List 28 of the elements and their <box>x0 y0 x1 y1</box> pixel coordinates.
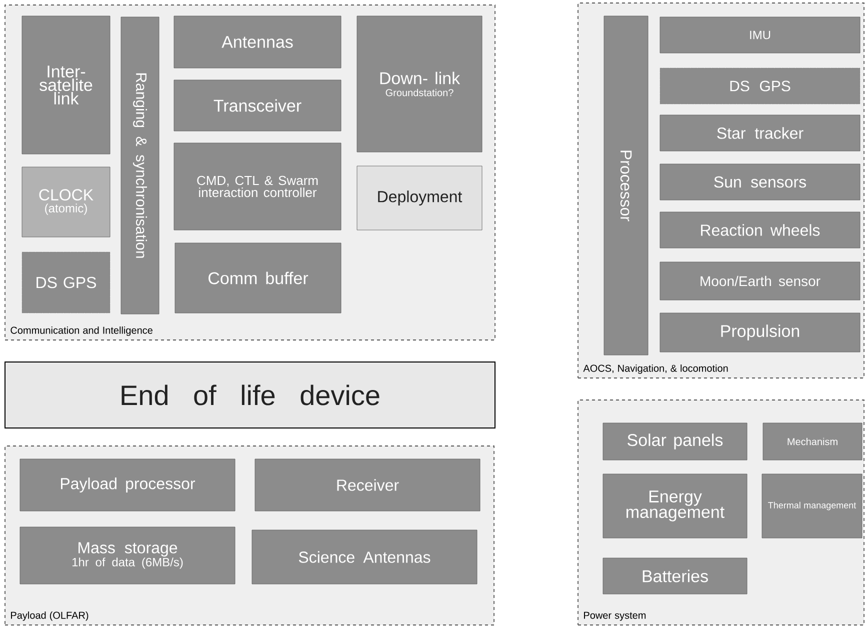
component-box: Payload processor <box>20 458 236 512</box>
component-box: Reaction wheels <box>660 212 860 248</box>
optional-component-box: DS GPS <box>22 252 110 314</box>
optional-component-box: DS GPS <box>660 68 860 104</box>
vertical-bar-box: Ranging & synchronisation <box>120 16 160 314</box>
component-box: Transceiver <box>174 80 342 132</box>
component-box: Deployment <box>356 166 482 230</box>
component-box: Energy management <box>602 474 748 538</box>
component-box: IMU <box>660 16 860 54</box>
component-box: Inter-satelite link <box>22 16 110 154</box>
component-box: CLOCK (atomic) <box>22 166 110 238</box>
component-box: Propulsion <box>660 312 860 352</box>
component-box: Receiver <box>254 458 480 512</box>
component-box: Science Antennas <box>252 530 478 584</box>
component-box: Mass storage 1hr of data (6MB/s) <box>20 526 236 584</box>
component-box: Antennas <box>174 16 342 68</box>
component-box: CMD, CTL & Swarm interaction controller <box>174 142 342 230</box>
component-box: Sun sensors <box>660 164 860 200</box>
vertical-bar-box: Processor <box>604 16 648 356</box>
component-box: Down- link Groundstation? <box>356 16 482 152</box>
component-box: Solar panels <box>602 422 748 460</box>
component-box: Batteries <box>602 558 748 594</box>
component-box: Mechanism <box>762 422 862 460</box>
component-box: Star tracker <box>660 114 860 152</box>
component-box: Comm buffer <box>174 242 342 314</box>
device-bar: End of life device <box>4 362 496 428</box>
component-box: Thermal management <box>762 474 862 538</box>
component-box: Moon/Earth sensor <box>660 262 860 300</box>
